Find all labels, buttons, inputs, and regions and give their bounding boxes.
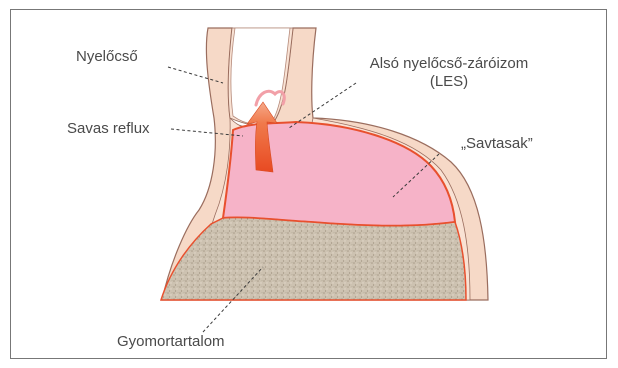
label-les: Alsó nyelőcső-záróizom (LES) (349, 55, 549, 91)
label-acid-reflux: Savas reflux (67, 120, 150, 138)
figure-frame: Nyelőcső Alsó nyelőcső-záróizom (LES) Sa… (10, 9, 607, 359)
stomach-contents (161, 217, 466, 300)
label-esophagus: Nyelőcső (76, 48, 138, 66)
label-stomach-contents: Gyomortartalom (117, 333, 225, 351)
label-les-abbr: (LES) (349, 73, 549, 91)
label-les-name: Alsó nyelőcső-záróizom (349, 55, 549, 73)
label-acid-pocket: „Savtasak” (461, 135, 533, 153)
